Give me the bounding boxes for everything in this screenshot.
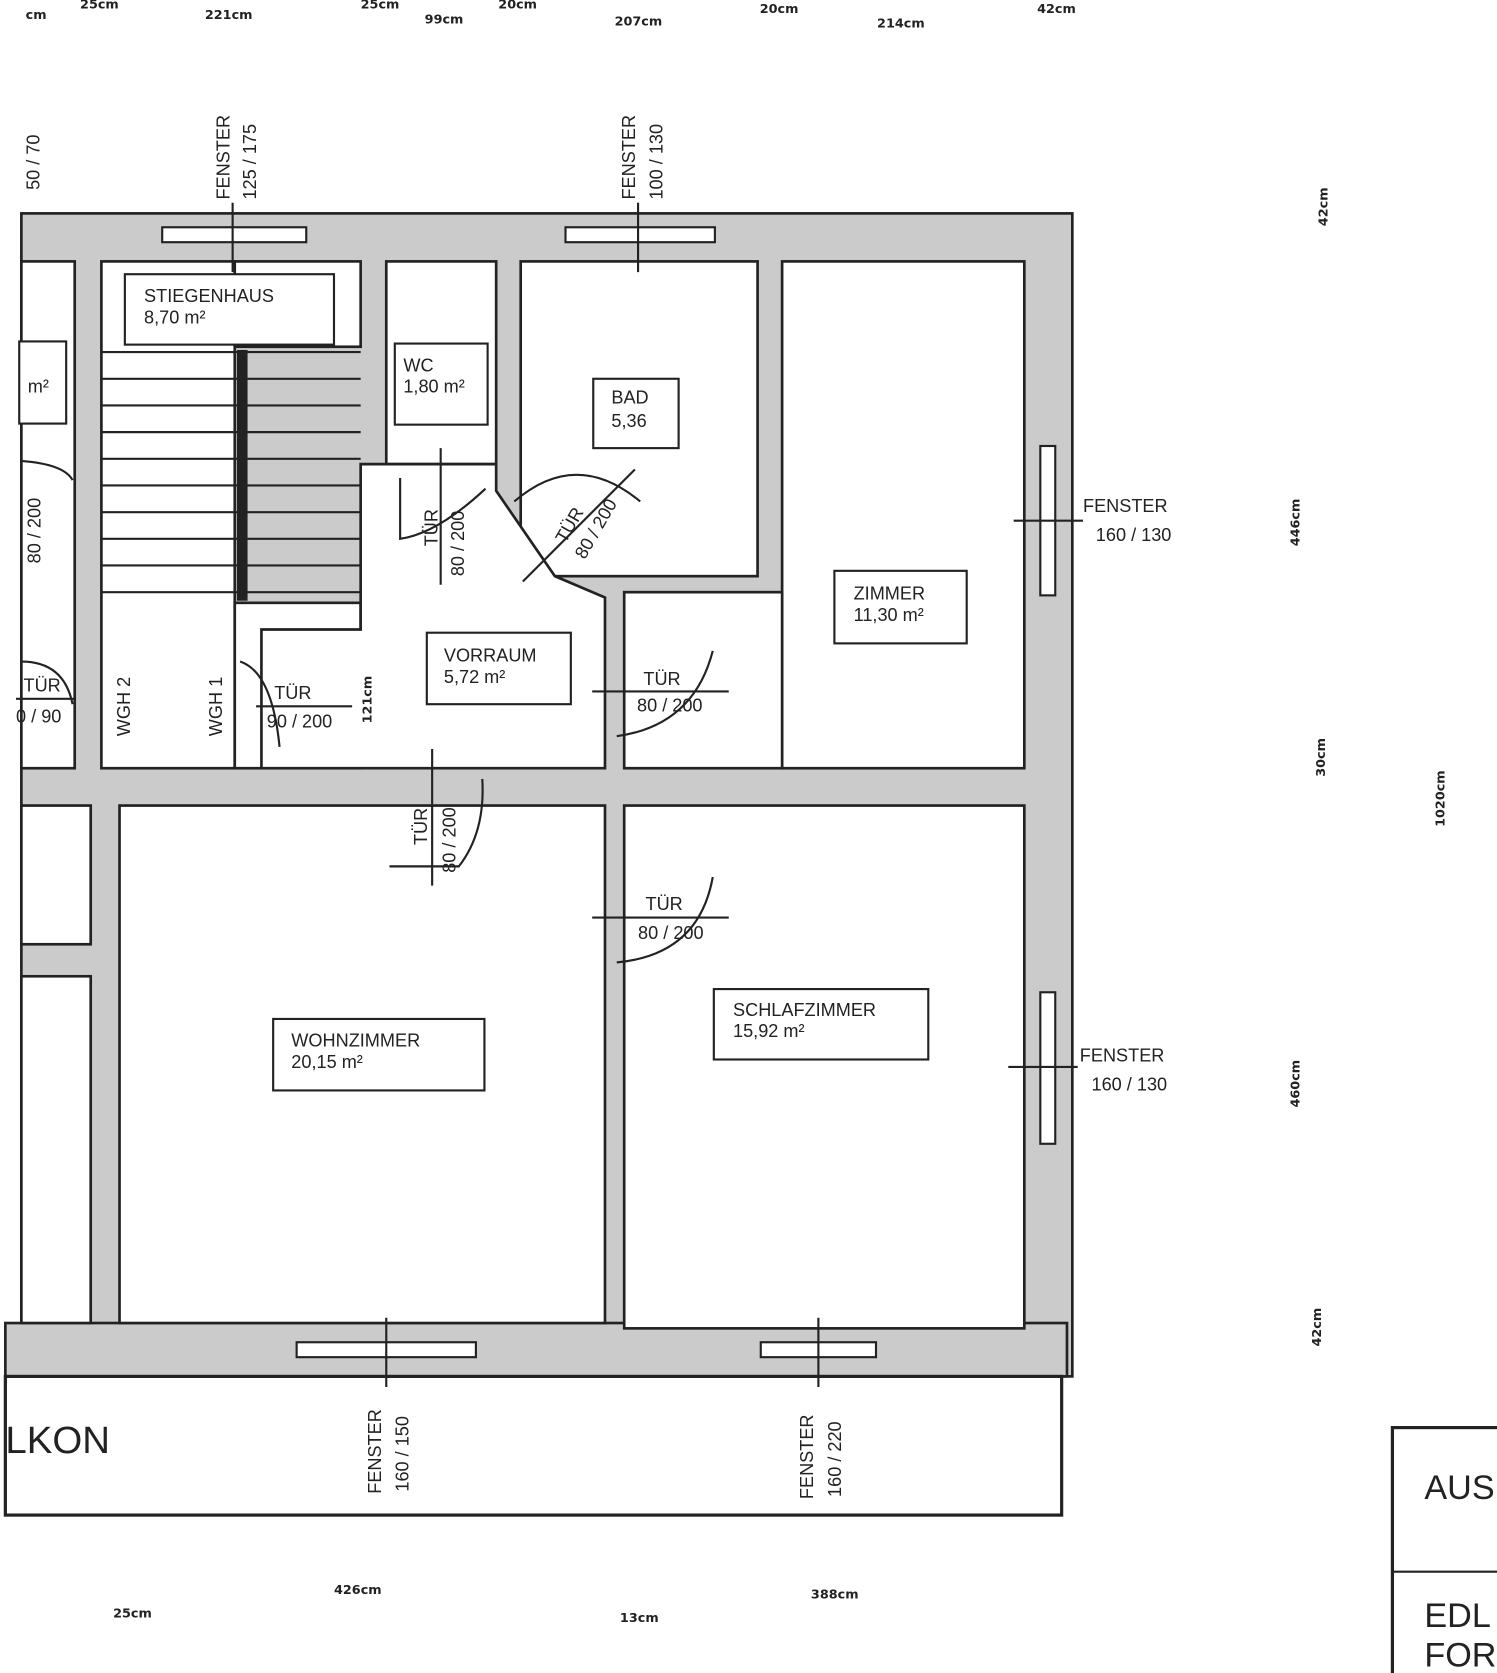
- dim-label: 221cm: [205, 8, 253, 23]
- window-size: 160 / 130: [1096, 525, 1172, 545]
- window-size: 125 / 175: [240, 124, 260, 200]
- dim-label: 25cm: [361, 0, 400, 13]
- title-block: AUS EDL FOR: [1390, 1425, 1497, 1673]
- title-block-text: AUS: [1424, 1469, 1494, 1507]
- window-label: FENSTER: [1080, 1046, 1165, 1066]
- door-label: TÜR: [274, 683, 311, 703]
- doors: TÜR 80 / 200 TÜR 80 / 200 TÜR 80 / 200 T…: [16, 448, 729, 964]
- window-label: FENSTER: [213, 115, 233, 200]
- dim-label: 20cm: [498, 0, 537, 13]
- window-label: FENSTER: [1083, 496, 1168, 516]
- room-area: 1,80 m²: [403, 377, 464, 397]
- door-size: 80 / 200: [448, 511, 468, 577]
- room-name: VORRAUM: [444, 646, 537, 666]
- door-size: 80 / 200: [440, 807, 460, 873]
- room-name: BAD: [611, 387, 648, 407]
- room-area: 8,70 m²: [144, 307, 205, 327]
- door-label: TÜR: [643, 669, 680, 689]
- dim-label: cm: [26, 8, 47, 23]
- door-label: TÜR: [411, 808, 431, 845]
- dim-label: 446cm: [1289, 499, 1304, 547]
- windows: FENSTER 125 / 175 FENSTER 100 / 130 FENS…: [24, 115, 1172, 1499]
- room-area: 20,15 m²: [291, 1052, 363, 1072]
- rooms: [20, 260, 1026, 1330]
- door-size: 0 / 90: [16, 706, 61, 726]
- dim-label: 214cm: [877, 17, 925, 32]
- dim-label: 426cm: [334, 1583, 382, 1598]
- room-name: SCHLAFZIMMER: [733, 1000, 876, 1020]
- dim-label: 99cm: [425, 12, 464, 27]
- bottom-dimensions: 25cm 426cm 13cm 388cm: [113, 1583, 858, 1626]
- window-size: 160 / 220: [825, 1421, 845, 1497]
- door-label: TÜR: [421, 509, 441, 546]
- window-label: FENSTER: [365, 1409, 385, 1494]
- dim-label: 30cm: [1314, 738, 1329, 777]
- dim-label: 13cm: [620, 1611, 659, 1626]
- room-labels: STIEGENHAUS 8,70 m² WC 1,80 m² BAD 5,36 …: [18, 273, 968, 1092]
- dim-label: 25cm: [113, 1607, 152, 1622]
- door-size: 80 / 200: [25, 498, 45, 564]
- dim-label: 388cm: [811, 1587, 859, 1602]
- balcony-label: LKON: [5, 1419, 110, 1462]
- dim-label: 207cm: [615, 15, 663, 30]
- door-size: 80 / 200: [638, 923, 704, 943]
- room-area: 5,72 m²: [444, 667, 505, 687]
- room-area: m²: [28, 377, 49, 397]
- window-size: 100 / 130: [647, 124, 667, 200]
- dim-label: 460cm: [1289, 1060, 1304, 1108]
- balcony: [3, 1374, 1064, 1517]
- room-area: 5,36: [611, 411, 646, 431]
- window-size: 160 / 130: [1092, 1074, 1168, 1094]
- door-label: TÜR: [23, 675, 60, 695]
- window-label: FENSTER: [797, 1414, 817, 1499]
- title-block-text: FOR: [1424, 1637, 1496, 1673]
- room-name: WC: [403, 355, 433, 375]
- right-dimensions: 42cm 446cm 30cm 1020cm 460cm 42cm: [1289, 187, 1449, 1346]
- door-label: TÜR: [646, 894, 683, 914]
- title-block-text: EDL: [1424, 1597, 1490, 1635]
- window-size: 160 / 150: [393, 1416, 413, 1492]
- room-area: 15,92 m²: [733, 1021, 805, 1041]
- staircase: [101, 349, 361, 601]
- window-size: 50 / 70: [24, 134, 44, 189]
- wgh-label: WGH 2: [114, 677, 134, 736]
- room-area: 11,30 m²: [854, 605, 924, 625]
- wgh-label: WGH 1: [206, 677, 226, 736]
- room-name: STIEGENHAUS: [144, 286, 274, 306]
- dim-label: 20cm: [760, 2, 799, 17]
- room-name: WOHNZIMMER: [291, 1031, 420, 1051]
- window-label: FENSTER: [619, 115, 639, 200]
- inner-dimension: 121cm: [360, 676, 375, 724]
- dim-label: 25cm: [80, 0, 119, 13]
- dim-label: 42cm: [1310, 1308, 1325, 1347]
- top-dimensions: cm 25cm 221cm 25cm 99cm 20cm 207cm 20cm …: [26, 0, 1076, 32]
- dim-label: 42cm: [1037, 2, 1076, 17]
- dim-label: 42cm: [1316, 187, 1331, 226]
- dim-label: 1020cm: [1434, 770, 1449, 827]
- door-size: 90 / 200: [267, 712, 333, 732]
- room-name: ZIMMER: [854, 584, 925, 604]
- door-size: 80 / 200: [637, 696, 703, 716]
